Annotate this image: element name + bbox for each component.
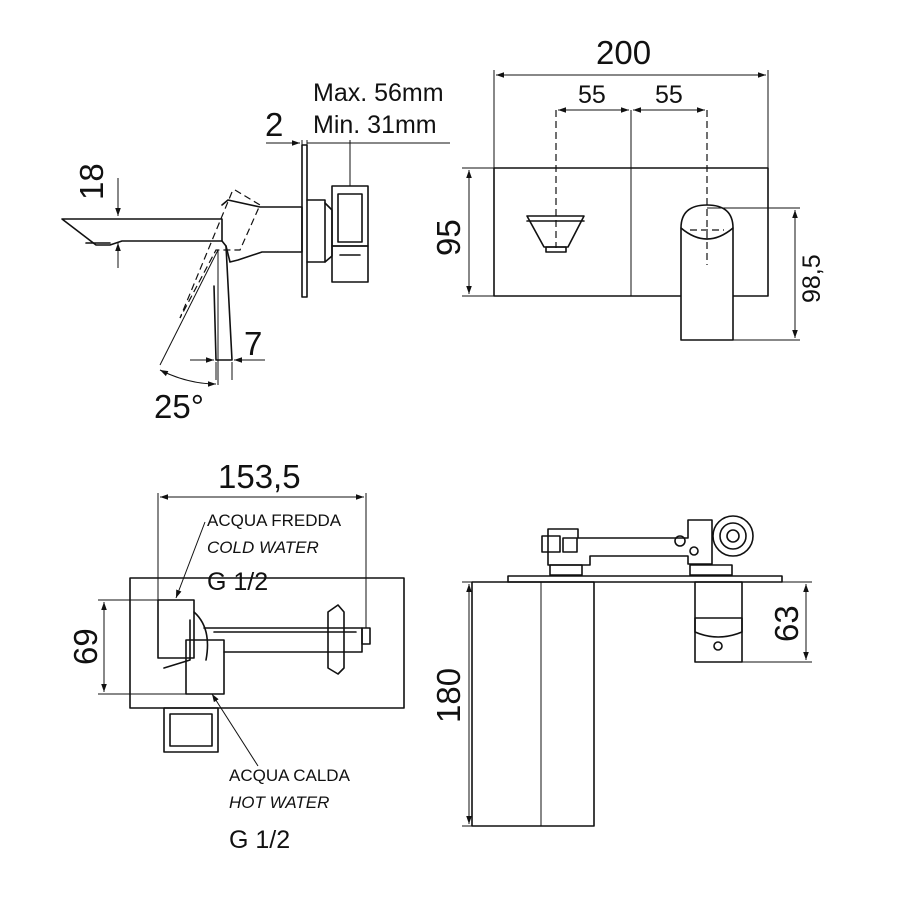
label-cold-thread: G 1/2: [207, 568, 268, 596]
dim-max-depth: Max. 56mm: [313, 79, 444, 107]
dim-98-5: 98,5: [798, 254, 826, 303]
dim-180: 180: [430, 668, 467, 723]
label-hot-it: ACQUA CALDA: [229, 766, 351, 785]
side-view: 2 Max. 56mm Min. 31mm 18 7 25°: [61, 79, 450, 425]
dim-200: 200: [596, 34, 651, 71]
dim-63: 63: [768, 605, 805, 642]
label-hot-thread: G 1/2: [229, 826, 290, 854]
dim-2: 2: [265, 106, 283, 143]
top-view: 153,5 69 ACQUA FREDDA COLD WATER G 1/2 A…: [67, 458, 405, 854]
dim-18: 18: [73, 163, 110, 200]
dim-7: 7: [244, 325, 262, 362]
dim-angle-25: 25°: [154, 388, 204, 425]
dim-55-left: 55: [578, 81, 606, 109]
front-view: 200 55 55 95 98,5: [430, 34, 826, 341]
dim-55-right: 55: [655, 81, 683, 109]
dim-95: 95: [430, 219, 467, 256]
dim-153-5: 153,5: [218, 458, 301, 495]
label-cold-it: ACQUA FREDDA: [207, 511, 342, 530]
dim-69: 69: [67, 628, 104, 665]
label-cold-en: COLD WATER: [207, 538, 319, 557]
dim-min-depth: Min. 31mm: [313, 111, 437, 139]
label-hot-en: HOT WATER: [229, 793, 329, 812]
box-view: 180 63: [430, 515, 812, 827]
